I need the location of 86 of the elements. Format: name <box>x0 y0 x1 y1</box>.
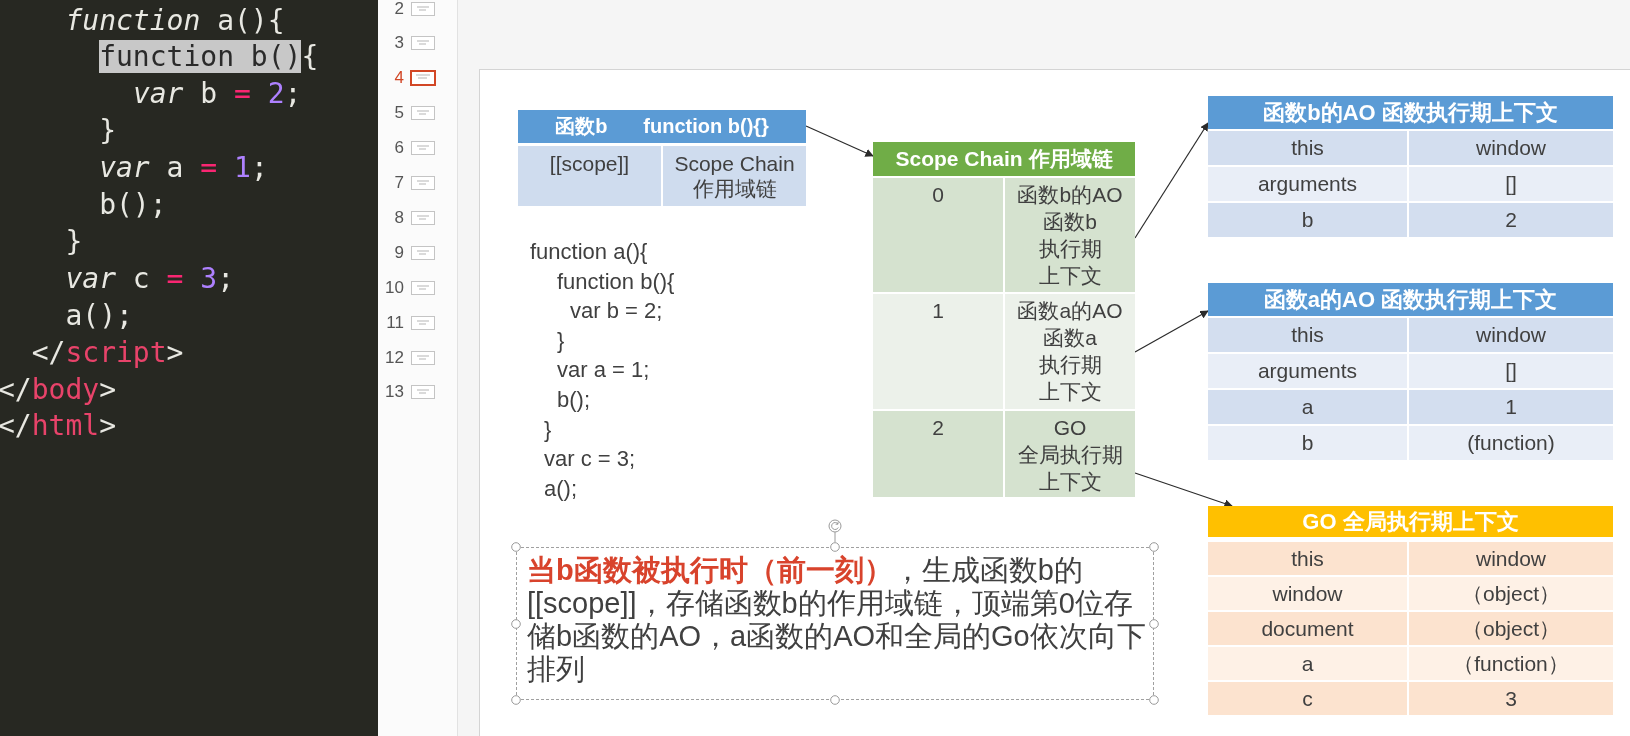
table-cell: 1 <box>1409 390 1613 424</box>
slide-number: 6 <box>393 138 404 159</box>
code-line: </html> <box>0 408 116 445</box>
code-line: var a = 1; <box>557 357 650 384</box>
slide-number: 7 <box>393 173 404 193</box>
table-cell: （object） <box>1409 577 1613 610</box>
table-cell: a <box>1208 390 1407 424</box>
table-cell: window <box>1409 318 1613 352</box>
code-line: b(); <box>99 187 167 223</box>
code-line: var c = 3; <box>65 260 235 297</box>
table-header: GO 全局执行期上下文 <box>1208 506 1613 537</box>
table-cell: c <box>1208 682 1407 715</box>
table-cell: 2 <box>1409 203 1613 237</box>
table-cell: arguments <box>1208 354 1407 388</box>
slide-number: 5 <box>393 103 404 124</box>
table-cell: document <box>1208 612 1407 645</box>
table-cell: 2 <box>873 411 1003 497</box>
cell-text: 函数b的AO <box>1016 182 1124 208</box>
table-cell: b <box>1208 426 1407 460</box>
table-cell: （function） <box>1409 647 1613 680</box>
header-text: 函数b <box>555 114 608 139</box>
arrow <box>805 125 874 157</box>
code-line: b(); <box>557 387 590 413</box>
code-line: </body> <box>0 371 116 408</box>
table-cell: Scope Chain 作用域链 <box>663 146 806 206</box>
cell-text: 函数a的AO <box>1016 298 1124 324</box>
slide-number: 12 <box>384 347 404 368</box>
code-line: a(); <box>65 297 133 334</box>
table-cell: （object） <box>1409 612 1613 645</box>
table-cell: window <box>1409 131 1613 165</box>
table-cell: window <box>1409 542 1613 575</box>
table-cell: window <box>1208 577 1407 610</box>
table-cell <box>1005 411 1135 497</box>
table <box>873 142 1135 497</box>
cell-text: 函数b执行期上下文 <box>1037 209 1103 289</box>
table-header: 函数b的AO 函数执行期上下文 <box>1208 96 1613 129</box>
table <box>1208 506 1613 715</box>
slide-number: 2 <box>393 0 404 19</box>
cell-text: 全局执行期上下文 <box>1016 442 1124 495</box>
slide-number: 13 <box>384 382 404 403</box>
table-cell: [] <box>1409 167 1613 201</box>
table-cell: b <box>1208 203 1407 237</box>
slide-number: 11 <box>385 312 404 333</box>
arrow <box>1134 310 1209 353</box>
table-cell: 1 <box>873 294 1003 409</box>
cell-text: GO <box>1052 415 1088 441</box>
code-line: var c = 3; <box>544 446 636 473</box>
code-line: function a(){ <box>530 239 648 265</box>
table-cell: arguments <box>1208 167 1407 201</box>
code-line: } <box>544 416 552 443</box>
slide-number: 9 <box>393 242 404 263</box>
table-cell <box>1005 294 1135 409</box>
table-cell: [[scope]] <box>518 146 661 206</box>
slide-number: 10 <box>384 277 404 298</box>
cell-text: 函数a执行期上下文 <box>1037 325 1103 405</box>
code-line: function b(){ <box>557 268 675 295</box>
table-cell <box>1005 178 1135 292</box>
arrow <box>1134 122 1209 239</box>
table <box>1208 283 1613 460</box>
code-line: } <box>557 327 565 354</box>
table-header: Scope Chain 作用域链 <box>873 142 1135 176</box>
table-cell: this <box>1208 131 1407 165</box>
table-cell: a <box>1208 647 1407 680</box>
code-line: a(); <box>544 475 577 502</box>
table-cell: 3 <box>1409 682 1613 715</box>
table <box>1208 96 1613 237</box>
code-line: var b = 2; <box>570 298 663 325</box>
table-cell: this <box>1208 542 1407 575</box>
code-line: </script> <box>31 334 184 371</box>
table-cell: this <box>1208 318 1407 352</box>
table-cell: 0 <box>873 178 1003 292</box>
code-line: var a = 1; <box>99 150 268 187</box>
code-line: var b = 2; <box>132 76 302 113</box>
slide-number: 3 <box>393 33 404 54</box>
code-line: function a(){ <box>65 2 285 39</box>
header-text: function b(){} <box>643 115 769 138</box>
table-cell: [] <box>1409 354 1613 388</box>
code-line: function b(){ <box>99 39 319 76</box>
table <box>518 110 806 206</box>
code-line: } <box>99 113 116 150</box>
arrow <box>1134 472 1233 508</box>
code-line: } <box>65 223 83 260</box>
table-header: 函数a的AO 函数执行期上下文 <box>1208 283 1613 316</box>
table-cell: (function) <box>1409 426 1613 460</box>
slide-number: 4 <box>393 68 404 89</box>
slide-number: 8 <box>393 207 404 228</box>
